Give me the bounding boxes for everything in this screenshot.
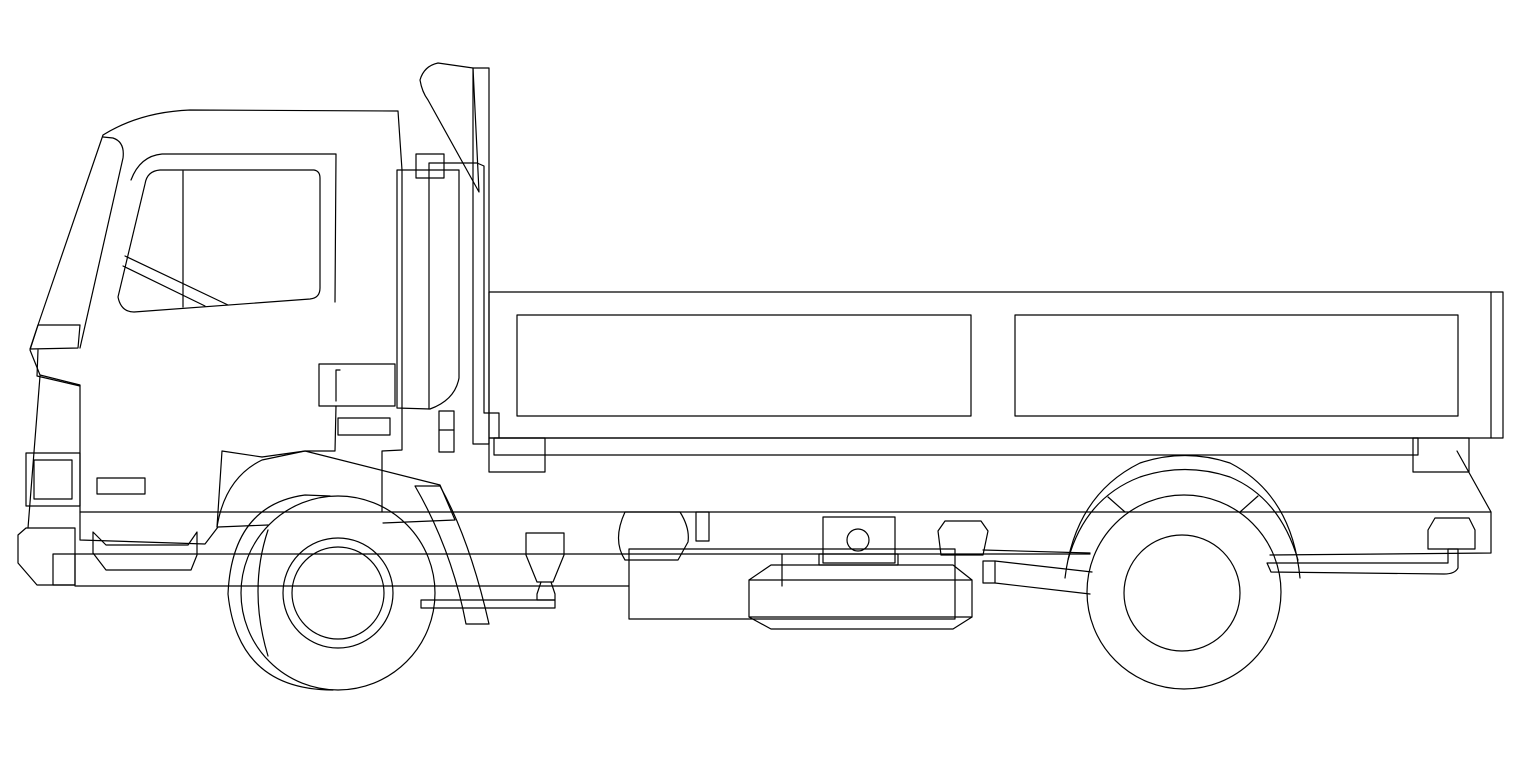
rear-wheel-arch — [1064, 454, 1301, 579]
fuel-tank-frame — [628, 548, 956, 620]
chassis-rail — [381, 511, 1492, 556]
exhaust — [396, 62, 500, 453]
rear-wheel — [1086, 494, 1282, 690]
tank-strap — [695, 511, 710, 542]
front-tire-back — [227, 494, 334, 691]
bumper-lower — [52, 553, 76, 586]
front-wheel — [227, 494, 436, 691]
front-tire-sidewall — [257, 529, 269, 657]
exhaust-pipe — [472, 67, 490, 445]
step-hook — [335, 369, 341, 402]
cargo-body — [488, 291, 1504, 513]
door-frame — [130, 153, 337, 303]
rear-overhang — [1456, 450, 1492, 513]
front-step — [92, 531, 198, 571]
window-rail-upper — [124, 255, 229, 306]
chassis-mid-line — [982, 549, 1091, 554]
fuel-cap-icon — [846, 528, 870, 552]
front-skirt-line — [79, 511, 269, 545]
cargo-panel-rear — [1014, 314, 1459, 417]
rear-arch-outer — [1064, 454, 1301, 579]
cab — [17, 109, 403, 586]
cargo-subframe — [493, 437, 1419, 456]
front-rim-inner — [291, 546, 385, 640]
rear-tire — [1086, 494, 1282, 690]
battery-box-base — [818, 553, 899, 566]
intake-pipe — [428, 162, 500, 439]
air-intake — [396, 169, 460, 410]
side-step-bar — [420, 599, 556, 609]
exhaust-deflector — [419, 62, 480, 193]
headlight — [33, 459, 73, 500]
front-mudguard-outer — [216, 450, 263, 528]
window-rail-lower — [122, 265, 206, 307]
a-pillar — [79, 136, 124, 349]
cab-step-block — [318, 363, 396, 407]
air-dryer-valve — [536, 581, 556, 601]
rear-arch-inner — [1067, 468, 1299, 561]
subframe-bracket-front — [488, 437, 546, 473]
rear-rim — [1123, 534, 1241, 652]
intake-clamp — [415, 153, 445, 179]
cab-front-edge — [27, 375, 41, 529]
front-wheel-arch — [216, 450, 456, 528]
cargo-panel-front — [516, 314, 972, 417]
spring-shackle — [982, 560, 996, 584]
air-tank — [617, 511, 689, 561]
exhaust-bracket — [438, 410, 455, 453]
front-lower-panel — [36, 349, 81, 387]
front-mudflap — [414, 485, 490, 625]
front-rim-outer — [282, 537, 394, 649]
arch-bracket-right — [1239, 495, 1259, 513]
front-tire — [240, 495, 436, 691]
rear-lamp — [1427, 517, 1476, 550]
door-handle — [337, 417, 391, 436]
air-dryer — [525, 532, 565, 583]
arch-bracket-left — [1107, 496, 1126, 513]
rear-bumper-bar — [1266, 548, 1459, 575]
door-window — [117, 169, 321, 313]
rear-leaf-spring — [994, 560, 1093, 595]
spring-hanger — [937, 520, 989, 556]
headlight-housing — [25, 452, 81, 507]
chassis — [74, 450, 1492, 630]
battery-box — [822, 516, 896, 564]
front-panel — [29, 324, 81, 350]
front-bumper — [17, 527, 76, 586]
subframe-bracket-rear — [1412, 437, 1470, 473]
cab-outline — [29, 109, 403, 513]
cab-lower-skirt — [261, 405, 337, 458]
side-badge — [96, 477, 146, 495]
